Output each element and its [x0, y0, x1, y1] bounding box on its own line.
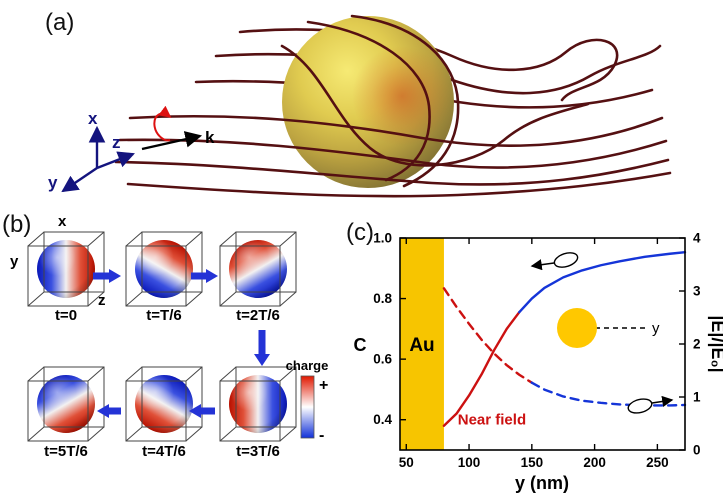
- time-label: t=T/6: [146, 307, 181, 324]
- x-axis-label: x: [88, 109, 98, 128]
- right-y-tick-label: 3: [693, 284, 701, 299]
- left-axis-indicator: [530, 252, 579, 271]
- k-label: k: [205, 128, 215, 147]
- charge-frame-t1: t=T/6: [125, 231, 203, 324]
- right-y-axis-title: |E|/|E₀|: [708, 315, 723, 372]
- inset-gold-sphere: [557, 308, 597, 348]
- series-near-field-enhancement: [442, 287, 534, 384]
- charge-frame-t0: t=0: [27, 231, 105, 324]
- left-y-tick-label: 0.4: [373, 412, 392, 427]
- panel-b-label: (b): [2, 211, 31, 238]
- colorbar-minus: -: [319, 427, 324, 444]
- time-label: t=4T/6: [142, 443, 186, 460]
- arrow-right-icon: [651, 395, 674, 407]
- panel-a-illustration: (a) x y z: [45, 9, 672, 198]
- x-tick-label: 200: [583, 455, 606, 470]
- panel-b-charge-sequence: (b) x y z t=0 t=T/6 t=2T/6 t=5T/6: [2, 211, 329, 460]
- time-label: t=0: [55, 307, 77, 324]
- time-label: t=2T/6: [236, 307, 280, 324]
- inset-y-label: y: [652, 320, 660, 337]
- z-axis-arrow: [96, 151, 135, 170]
- cube-z-axis-label: z: [98, 292, 106, 309]
- panel-c-label: (c): [346, 219, 374, 246]
- x-tick-label: 150: [521, 455, 544, 470]
- cube-x-axis-label: x: [58, 213, 67, 230]
- time-label: t=5T/6: [44, 443, 88, 460]
- charge-frame-t4: t=4T/6: [125, 366, 203, 460]
- left-y-tick-label: 0.6: [373, 352, 392, 367]
- right-y-tick-label: 2: [693, 337, 701, 352]
- y-axis-arrow: [61, 167, 98, 193]
- charge-frame-t3: t=3T/6: [219, 366, 297, 460]
- gold-nanosphere: [282, 16, 454, 188]
- k-vector-arrow: [141, 131, 203, 151]
- right-y-tick-label: 0: [693, 443, 701, 458]
- charge-frame-t5: t=5T/6: [27, 366, 105, 460]
- left-y-tick-label: 1.0: [373, 231, 392, 246]
- left-y-tick-label: 0.8: [373, 291, 392, 306]
- coordinate-axes: [61, 125, 135, 193]
- ellipse-marker-icon: [627, 398, 653, 414]
- arrow-left-icon: [530, 259, 555, 271]
- right-y-tick-label: 1: [693, 390, 701, 405]
- time-label: t=3T/6: [236, 443, 280, 460]
- inset-sphere-schematic: y: [557, 308, 660, 348]
- au-band: [400, 238, 444, 450]
- y-axis-label: y: [48, 173, 58, 192]
- sequence-arrows: [93, 269, 270, 418]
- ellipse-marker-icon: [553, 252, 579, 268]
- z-axis-label: z: [112, 133, 121, 152]
- series-C: [442, 310, 521, 427]
- near-field-annotation: Near field: [458, 411, 526, 428]
- x-tick-label: 50: [399, 455, 414, 470]
- right-y-tick-label: 4: [693, 231, 701, 246]
- x-tick-label: 100: [458, 455, 481, 470]
- x-axis-title: y (nm): [515, 473, 569, 493]
- au-band-label: Au: [409, 335, 434, 356]
- left-y-axis-title: C: [354, 335, 367, 355]
- circular-polarization-icon: [153, 105, 172, 142]
- charge-frame-t2: t=2T/6: [219, 231, 297, 324]
- x-tick-label: 250: [646, 455, 669, 470]
- colorbar-title: charge: [286, 358, 329, 373]
- colorbar-plus: +: [319, 377, 328, 394]
- field-lines-front: [114, 14, 672, 198]
- right-axis-indicator: [627, 395, 674, 414]
- cube-y-axis-label: y: [10, 253, 19, 270]
- plot-frame: [399, 237, 686, 451]
- charge-colorbar: charge + -: [286, 358, 329, 444]
- panel-a-label: (a): [45, 9, 74, 36]
- panel-c-chart: (c) 50 100 150 200 250 0.4 0.6 0.8 1.0 0 1 2 3 4Near …: [346, 219, 723, 493]
- series-C: [518, 251, 687, 314]
